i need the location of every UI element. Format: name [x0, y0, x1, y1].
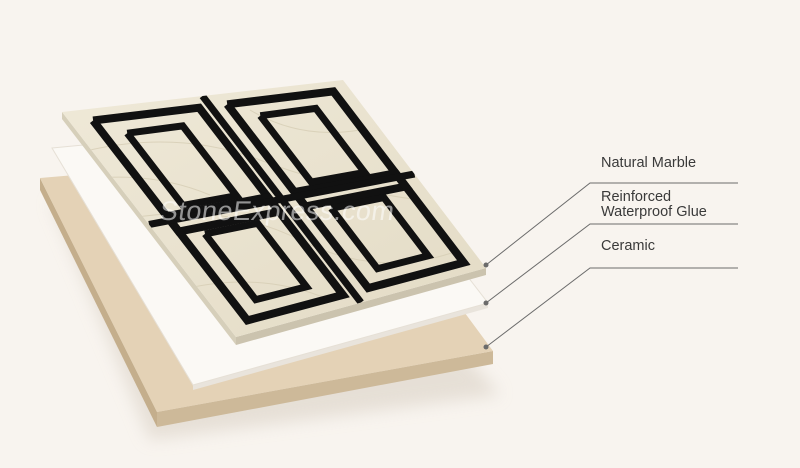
- leader-dot-ceramic: [483, 344, 489, 350]
- leader-dot-glue: [483, 300, 489, 306]
- inlay-strip: [163, 192, 350, 325]
- label-line: Ceramic: [601, 238, 655, 254]
- leader-line-glue: [485, 223, 738, 304]
- inlay-strip: [199, 93, 364, 305]
- label-line: Natural Marble: [601, 155, 697, 171]
- leader-line-ceramic: [485, 267, 738, 348]
- inlay-pattern: [89, 87, 471, 325]
- leader-lines: [485, 182, 738, 348]
- inlay-strip: [202, 219, 313, 304]
- inlay-strip: [124, 122, 243, 210]
- inlay-strip: [291, 168, 471, 293]
- leader-line-marble: [485, 182, 738, 266]
- inlay-strip: [257, 104, 371, 186]
- inlay-strip: [328, 193, 435, 273]
- label-ceramic: Ceramic: [601, 239, 655, 254]
- label-line: Reinforced: [601, 189, 672, 205]
- marble-layer: [62, 80, 486, 345]
- watermark: StoneExpress.com: [157, 196, 397, 226]
- label-reinforced-waterproof-glue: Reinforced Waterproof Glue: [601, 190, 707, 220]
- leader-dot-marble: [483, 262, 489, 268]
- label-natural-marble: Natural Marble: [601, 156, 696, 171]
- label-line: Waterproof Glue: [601, 204, 707, 220]
- leader-dots: [483, 262, 489, 350]
